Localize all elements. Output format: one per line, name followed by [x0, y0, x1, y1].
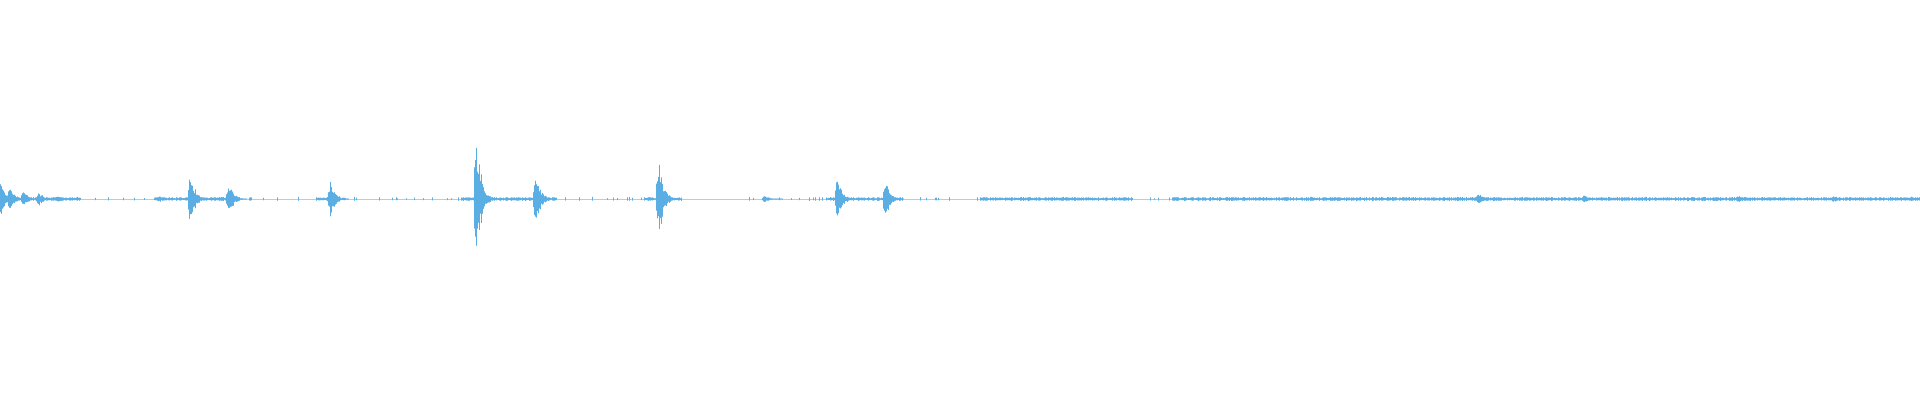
- waveform-trace: [0, 147, 1920, 246]
